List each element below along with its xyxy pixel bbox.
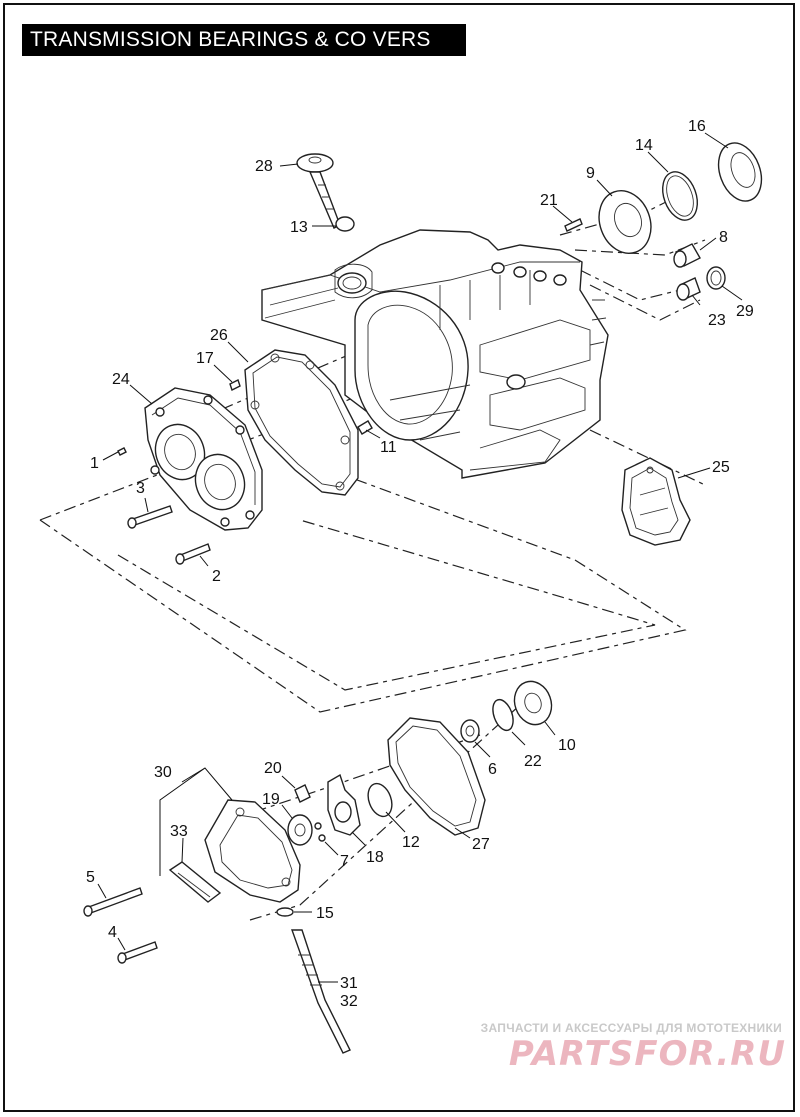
callout-5: 5 (86, 869, 95, 886)
bolt-2 (175, 543, 211, 565)
callout-25: 25 (712, 459, 730, 476)
callout-32: 32 (340, 993, 358, 1010)
callout-19: 19 (262, 791, 280, 808)
transmission-case (261, 229, 609, 479)
retaining-ring-22 (492, 698, 514, 732)
callout-12: 12 (402, 834, 420, 851)
bearing-9 (598, 190, 652, 254)
callout-29: 29 (736, 303, 754, 320)
bolt-5 (83, 887, 143, 917)
callout-11: 11 (380, 439, 397, 456)
callout-1: 1 (90, 455, 99, 472)
o-ring-15 (276, 907, 294, 917)
watermark-logo: PARTSFOR.RU (508, 1034, 786, 1074)
callout-8: 8 (719, 229, 728, 246)
callout-9: 9 (586, 165, 595, 182)
bushing-23 (676, 277, 701, 301)
bearing-housing (144, 387, 263, 531)
bolt-4 (117, 941, 158, 964)
callout-27: 27 (472, 836, 490, 853)
pin-21 (564, 218, 583, 232)
callout-22: 22 (524, 753, 542, 770)
retaining-ring-12 (367, 782, 393, 818)
fitting-20 (294, 784, 311, 803)
cable-31-32 (291, 929, 351, 1054)
callout-30: 30 (154, 764, 172, 781)
callout-31: 31 (340, 975, 358, 992)
page-frame (3, 3, 795, 1112)
callout-33: 33 (170, 823, 188, 840)
needle-bearing-8 (673, 243, 701, 268)
callout-labels: 28 13 9 14 16 21 8 23 29 26 17 24 11 1 3… (86, 118, 754, 1010)
callout-14: 14 (635, 137, 653, 154)
gasket-25 (621, 457, 691, 546)
callout-6: 6 (488, 761, 497, 778)
vent-plug-28 (296, 153, 341, 229)
side-cover-30 (204, 799, 301, 903)
callout-18: 18 (366, 849, 384, 866)
callout-28: 28 (255, 158, 273, 175)
gasket-27 (387, 717, 486, 836)
callout-15: 15 (316, 905, 334, 922)
retaining-ring-14 (662, 171, 698, 221)
oil-seal-16 (717, 142, 763, 202)
callout-24: 24 (112, 371, 130, 388)
callout-7: 7 (340, 853, 349, 870)
dowels-17-11 (229, 379, 373, 435)
callout-21: 21 (540, 192, 558, 209)
callout-17: 17 (196, 350, 214, 367)
shift-lever-18 (327, 773, 361, 836)
bearing-6 (460, 719, 480, 743)
screw-1 (117, 447, 127, 456)
washer-19 (287, 814, 313, 846)
gasket-26 (244, 349, 359, 496)
callout-2: 2 (212, 568, 221, 585)
bolt-3 (127, 505, 173, 529)
watermark-caption: ЗАПЧАСТИ И АКСЕССУАРЫ ДЛЯ МОТОТЕХНИКИ (480, 1021, 782, 1035)
callout-16: 16 (688, 118, 706, 135)
gasket-33 (168, 861, 222, 903)
callout-3: 3 (136, 480, 145, 497)
callout-23: 23 (708, 312, 726, 329)
callout-10: 10 (558, 737, 576, 754)
callout-20: 20 (264, 760, 282, 777)
balls-7 (314, 822, 326, 842)
bearing-10 (513, 680, 553, 726)
callout-13: 13 (290, 219, 308, 236)
page-title: TRANSMISSION BEARINGS & CO VERS (22, 24, 466, 56)
o-ring-13 (335, 216, 355, 232)
callout-26: 26 (210, 327, 228, 344)
callout-4: 4 (108, 924, 117, 941)
seal-29 (706, 266, 726, 290)
